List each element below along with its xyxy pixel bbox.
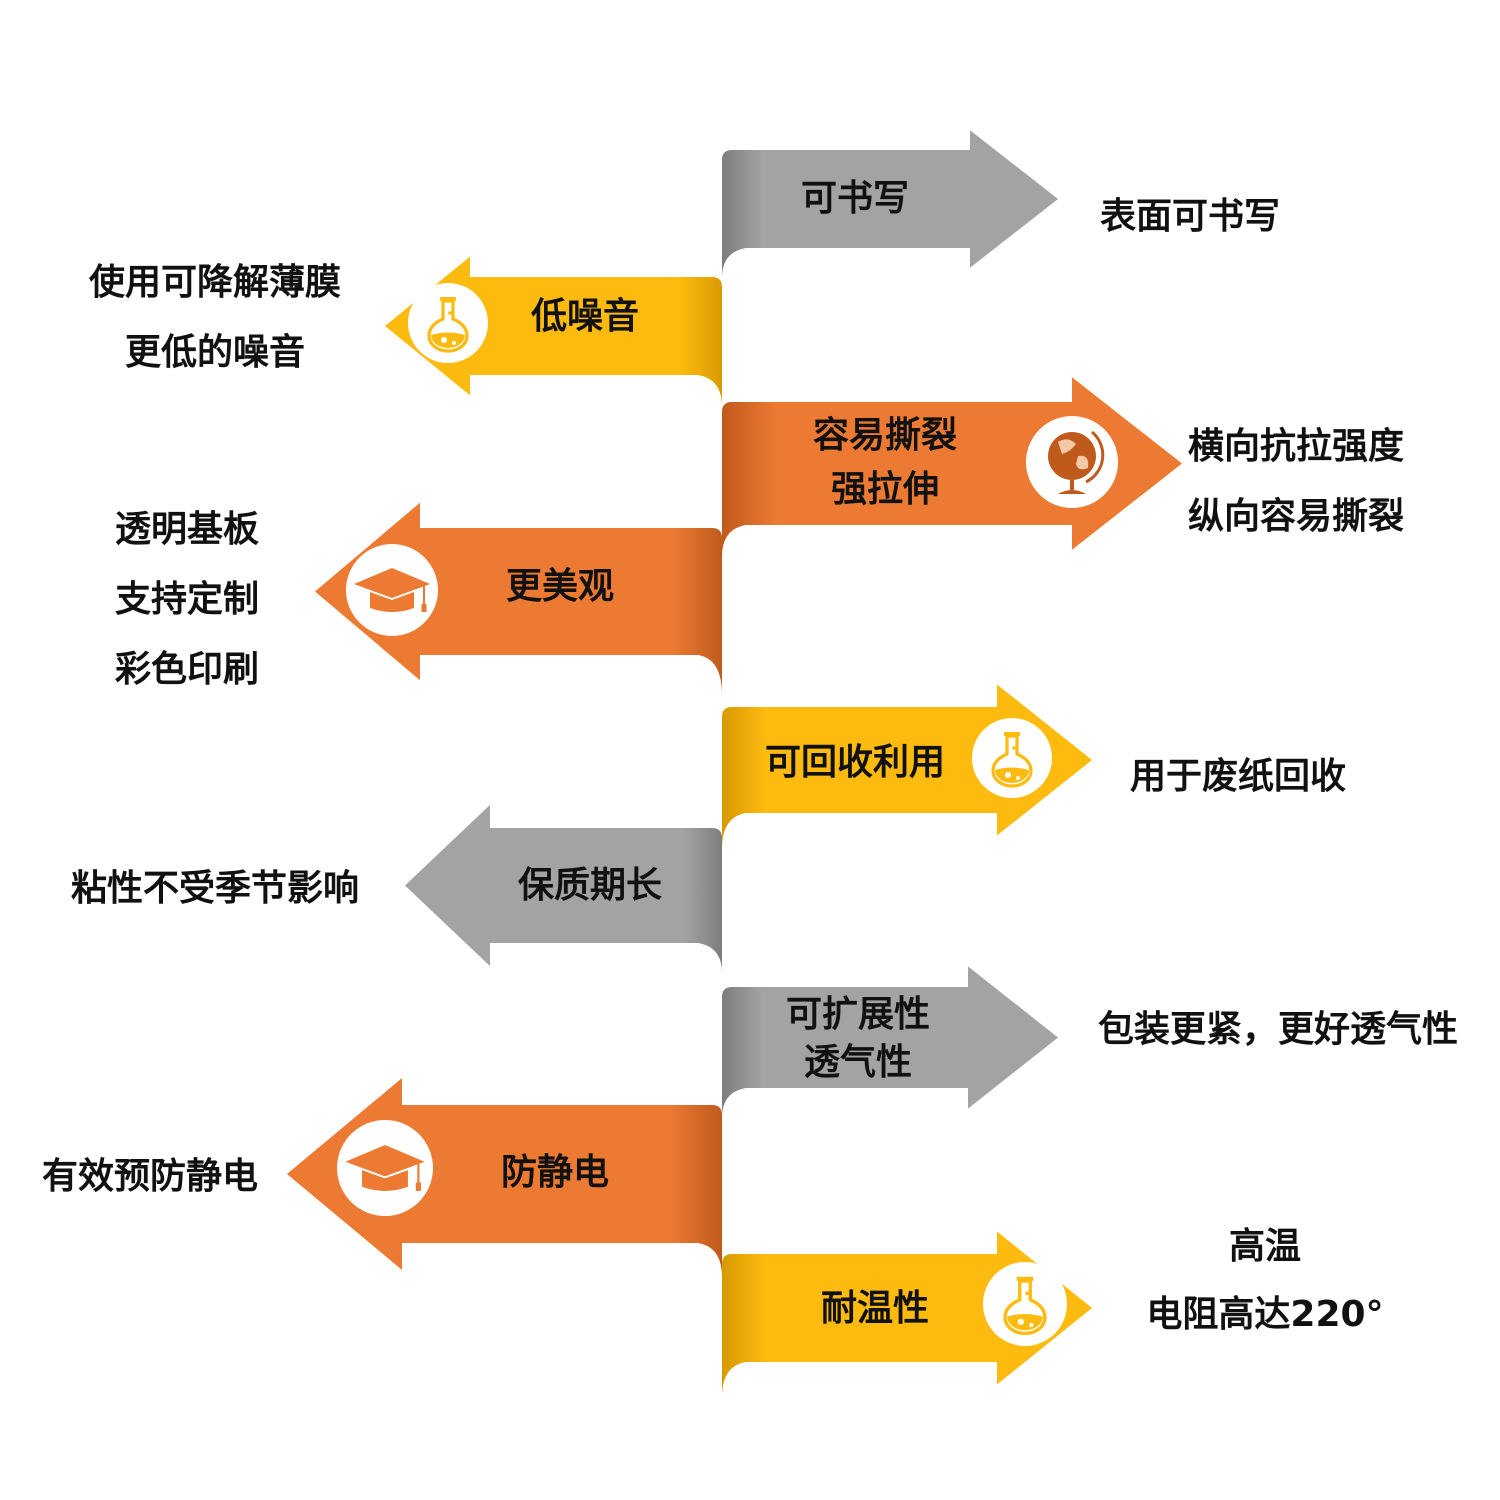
feature-description-line: 横向抗拉强度 — [1188, 425, 1404, 467]
arrow-label: 可回收利用 — [765, 742, 945, 783]
feature-description: 有效预防静电 — [42, 1156, 258, 1197]
feature-description-line: 电阻高达220° — [1146, 1294, 1383, 1335]
arrow-label: 更美观 — [506, 566, 614, 607]
feature-item: 更美观 透明基板支持定制彩色印刷 — [115, 502, 722, 695]
feature-description-line: 使用可降解薄膜 — [89, 262, 341, 303]
arrow-label-line: 可扩展性 — [786, 994, 930, 1035]
feature-item: 可扩展性透气性 包装更紧，更好透气性 — [722, 966, 1458, 1118]
feature-description-line: 透明基板 — [115, 509, 259, 550]
feature-description-line: 用于废纸回收 — [1130, 756, 1346, 797]
feature-item: 可回收利用 用于废纸回收 — [722, 684, 1346, 849]
flask-icon — [972, 718, 1052, 798]
feature-description: 使用可降解薄膜更低的噪音 — [89, 262, 341, 373]
flask-icon — [408, 283, 488, 363]
feature-description: 表面可书写 — [1100, 196, 1280, 237]
feature-description: 包装更紧，更好透气性 — [1098, 1009, 1458, 1050]
arrow-label-line: 保质期长 — [518, 865, 662, 906]
feature-description: 粘性不受季节影响 — [71, 868, 359, 909]
feature-description-line: 彩色印刷 — [115, 649, 259, 690]
feature-description-line: 表面可书写 — [1100, 196, 1280, 237]
arrow-label-line: 防静电 — [501, 1152, 609, 1193]
feature-description: 横向抗拉强度纵向容易撕裂 — [1188, 425, 1404, 537]
arrow-label-line: 透气性 — [804, 1042, 912, 1083]
flask-icon — [983, 1262, 1067, 1346]
arrow-label-line: 更美观 — [506, 566, 614, 607]
feature-description-line: 更低的噪音 — [125, 332, 305, 373]
feature-item: 可书写 表面可书写 — [722, 130, 1280, 278]
feature-item: 低噪音 使用可降解薄膜更低的噪音 — [89, 256, 722, 407]
arrow-right-shape — [722, 130, 1058, 278]
feature-description-line: 支持定制 — [115, 579, 259, 620]
graduation-cap-icon — [346, 544, 438, 636]
arrow-label: 低噪音 — [531, 296, 639, 337]
globe-icon — [1026, 416, 1118, 508]
arrow-label: 保质期长 — [518, 865, 662, 906]
feature-description-line: 粘性不受季节影响 — [71, 868, 359, 909]
feature-item: 容易撕裂强拉伸 横向抗拉强度纵向容易撕裂 — [722, 377, 1404, 557]
arrow-label: 耐温性 — [821, 1288, 929, 1329]
arrow-left-shape — [315, 502, 722, 695]
arrow-label-line: 低噪音 — [531, 296, 639, 337]
feature-description-line: 纵向容易撕裂 — [1188, 496, 1404, 537]
graduation-cap-icon — [337, 1120, 433, 1216]
arrow-label: 防静电 — [501, 1152, 609, 1193]
feature-description: 用于废纸回收 — [1130, 756, 1346, 797]
arrow-label-line: 可书写 — [801, 178, 909, 219]
arrow-left-shape — [405, 804, 722, 973]
feature-description-line: 有效预防静电 — [42, 1156, 258, 1197]
feature-item: 防静电 有效预防静电 — [42, 1078, 722, 1277]
feature-description: 透明基板支持定制彩色印刷 — [115, 509, 259, 690]
feature-description-line: 包装更紧，更好透气性 — [1098, 1009, 1458, 1050]
arrow-label: 可扩展性透气性 — [786, 994, 930, 1083]
feature-item: 保质期长 粘性不受季节影响 — [71, 804, 722, 973]
arrow-label: 容易撕裂强拉伸 — [813, 415, 957, 510]
feature-description-line: 高温 — [1229, 1226, 1301, 1267]
arrow-label-line: 耐温性 — [821, 1288, 929, 1329]
arrow-label-line: 可回收利用 — [765, 742, 945, 783]
arrow-label-line: 强拉伸 — [831, 469, 939, 510]
feature-description: 高温电阻高达220° — [1146, 1226, 1383, 1335]
arrow-label-line: 容易撕裂 — [813, 415, 957, 456]
arrow-label: 可书写 — [801, 178, 909, 219]
feature-item: 耐温性 高温电阻高达220° — [722, 1226, 1384, 1397]
arrow-right-shape — [722, 966, 1058, 1118]
